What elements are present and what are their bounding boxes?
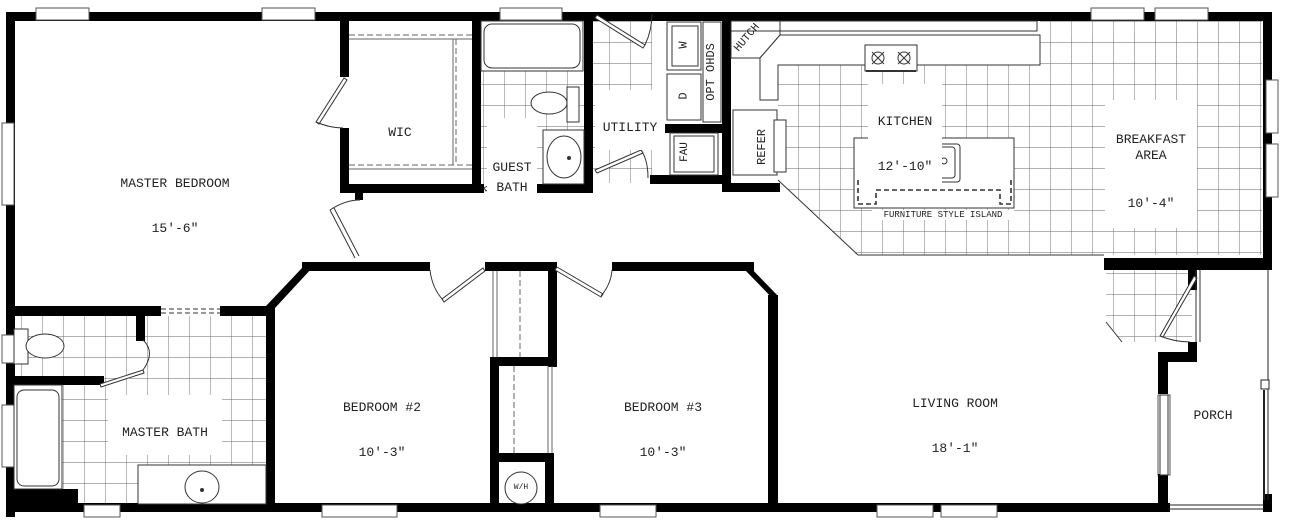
room-name: KITCHEN [877, 114, 933, 129]
room-label-breakfast: BREAKFAST AREA 10'-4" [1105, 100, 1197, 228]
opt-ohds-label: OPT OHDS [703, 43, 718, 101]
room-label-guest-bath: GUEST BATH [487, 118, 537, 218]
dryer-label: D [676, 92, 691, 100]
room-name: GUEST BATH [492, 160, 532, 195]
room-name: LIVING ROOM [912, 396, 998, 411]
water-heater-label: W/H [513, 483, 529, 492]
room-label-bedroom-3: BEDROOM #3 10'-3" [603, 370, 723, 475]
room-name: BREAKFAST AREA [1115, 132, 1187, 163]
room-label-wic: WIC [375, 95, 425, 155]
room-name: MASTER BEDROOM [120, 176, 230, 191]
room-size: 10'-3" [358, 445, 406, 460]
room-label-utility: UTILITY [595, 90, 665, 150]
interior-walls [6, 12, 1272, 512]
room-label-living-room: LIVING ROOM 18'-1" [900, 366, 1010, 471]
room-name: BEDROOM #3 [623, 400, 702, 415]
room-label-kitchen: KITCHEN 12'-10" [868, 84, 942, 189]
room-size: 12'-10" [877, 159, 933, 174]
kitchen-floor-edge [777, 179, 859, 256]
cooktop-burner-icons [871, 51, 911, 65]
closet-details [349, 34, 553, 453]
room-size: 10'-4" [1127, 196, 1175, 211]
porch-railing [1168, 270, 1270, 510]
windows [1, 7, 1279, 518]
bath-fixtures [13, 20, 585, 505]
room-size: 18'-1" [931, 441, 979, 456]
washer-label: W [676, 41, 691, 49]
room-size: 10'-3" [639, 445, 687, 460]
room-name: UTILITY [602, 120, 658, 135]
room-label-porch: PORCH [1183, 378, 1243, 438]
room-label-master-bath: MASTER BATH [108, 395, 222, 455]
room-size: 15'-6" [151, 221, 199, 236]
room-name: WIC [388, 125, 412, 140]
room-name: PORCH [1193, 408, 1233, 423]
fau-label: FAU [678, 142, 691, 162]
refer-label: REFER [755, 128, 770, 166]
room-name: BEDROOM #2 [342, 400, 421, 415]
room-name: MASTER BATH [122, 425, 208, 440]
room-label-bedroom-2: BEDROOM #2 10'-3" [322, 370, 442, 475]
room-label-master-bedroom: MASTER BEDROOM 15'-6" [100, 146, 250, 251]
island-label: FURNITURE STYLE ISLAND [872, 210, 1014, 220]
